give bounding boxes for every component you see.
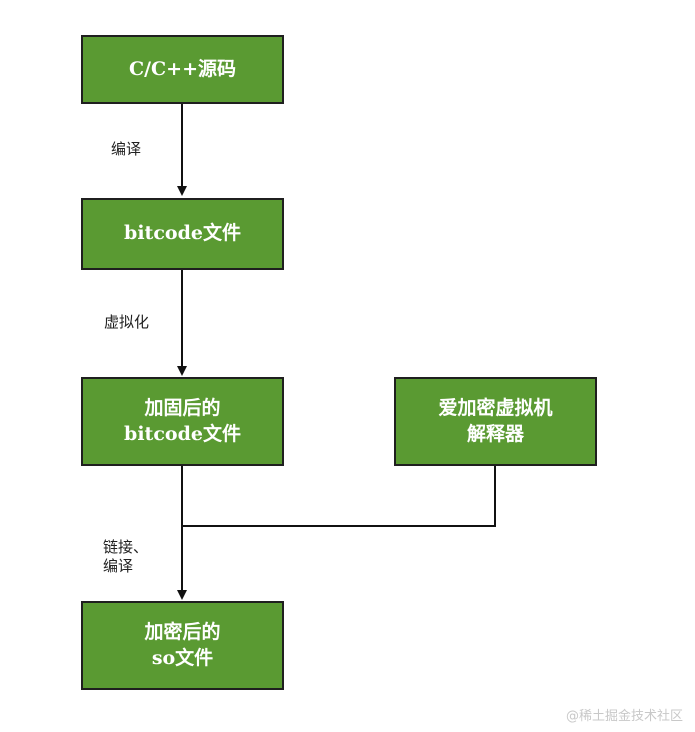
watermark: @稀土掘金技术社区 [565,709,683,724]
node-vm-interpreter-line2: 解释器 [466,422,524,445]
edge-label-link-compile: 链接、 编译 [103,538,148,576]
edge-label-link-compile-line1: 链接、 [103,538,149,556]
edge-label-compile: 编译 [111,140,141,159]
edge-label-link-compile-line2: 编译 [103,556,134,575]
edge-interpreter-merge [182,465,496,527]
edge-label-virtualize: 虚拟化 [104,313,149,332]
node-hardened-bitcode-line1: 加固后的 [144,396,221,419]
node-bitcode-file: bitcode文件 [81,198,284,270]
node-hardened-bitcode: 加固后的 bitcode文件 [81,377,284,466]
node-bitcode-file-text: bitcode文件 [124,222,241,245]
node-hardened-bitcode-line2: bitcode文件 [124,422,241,445]
edge-label-virtualize-text: 虚拟化 [104,313,150,331]
node-encrypted-so-line2: so文件 [151,646,214,669]
node-vm-interpreter: 爱加密虚拟机 解释器 [394,377,597,466]
node-encrypted-so-line1: 加密后的 [144,620,221,643]
edge-label-compile-text: 编译 [111,140,142,158]
node-cpp-source: C/C++源码 [81,35,284,104]
node-encrypted-so: 加密后的 so文件 [81,601,284,690]
node-cpp-source-text: C/C++源码 [128,57,237,80]
node-vm-interpreter-line1: 爱加密虚拟机 [438,396,553,419]
